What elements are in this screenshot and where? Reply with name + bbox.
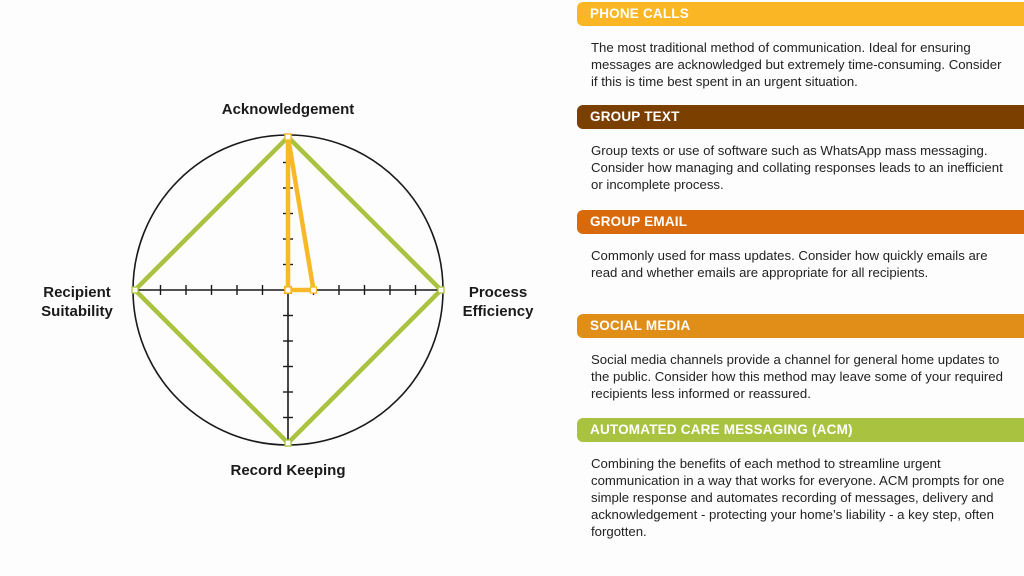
method-phone-calls: PHONE CALLS The most traditional method … [577,2,1024,90]
series-point-phone [284,286,292,294]
axis-label-line: Process [469,284,527,301]
method-description-group-email: Commonly used for mass updates. Consider… [591,248,988,280]
method-acm: AUTOMATED CARE MESSAGING (ACM) Combining… [577,418,1024,540]
method-social-media: SOCIAL MEDIA Social media channels provi… [577,314,1024,402]
axis-label-acknowledgement: Acknowledgement [222,101,355,118]
method-description-acm: Combining the benefits of each method to… [591,456,1005,539]
method-group-email: GROUP EMAIL Commonly used for mass updat… [577,210,1024,281]
method-header-group-text: GROUP TEXT [577,105,1024,129]
axis-label-record-keeping: Record Keeping [230,462,345,479]
series-point-acm [131,286,139,294]
series-point-phone [309,286,318,294]
series-point-phone [284,133,292,141]
axis-label-line: Acknowledgement [222,101,355,118]
method-description-phone-calls: The most traditional method of communica… [591,40,1002,89]
method-header-phone-calls: PHONE CALLS [577,2,1024,26]
axis-label-line: Efficiency [463,303,535,320]
chart-series [131,133,445,447]
series-point-acm [284,439,292,447]
method-header-social-media: SOCIAL MEDIA [577,314,1024,338]
axis-label-line: Recipient [43,284,111,301]
method-description-group-text: Group texts or use of software such as W… [591,143,1003,192]
method-header-group-email: GROUP EMAIL [577,210,1024,234]
method-group-text: GROUP TEXT Group texts or use of softwar… [577,105,1024,193]
axis-label-line: Suitability [41,303,113,320]
series-line-phone [285,136,317,293]
series-point-acm [437,286,445,294]
axis-label-line: Record Keeping [230,462,345,479]
method-header-acm: AUTOMATED CARE MESSAGING (ACM) [577,418,1024,442]
method-description-social-media: Social media channels provide a channel … [591,352,1003,401]
